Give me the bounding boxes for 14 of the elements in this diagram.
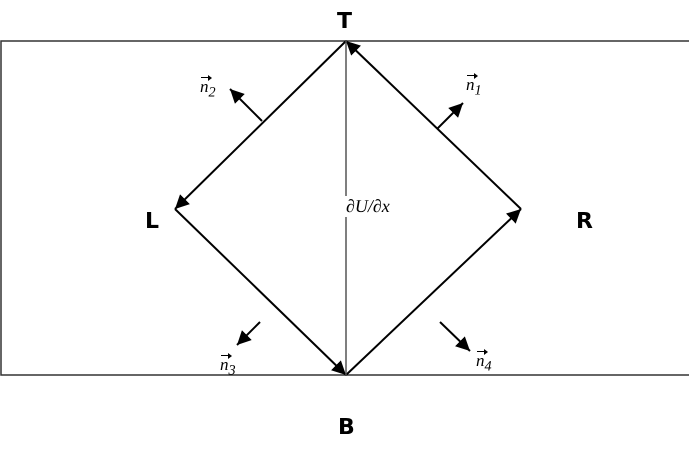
vertex-label: L: [145, 210, 160, 234]
vertex-label: T: [337, 10, 352, 34]
vector-label: n$_{1}$: [466, 76, 482, 100]
vertex-label: R: [576, 210, 593, 234]
vector-label: n$_{4}$: [476, 352, 492, 376]
arrow: [345, 40, 522, 210]
arrow: [345, 208, 522, 376]
vertex-label: B: [338, 416, 355, 440]
arrow: [174, 208, 347, 376]
line: [345, 41, 347, 375]
vector-label: n$_{3}$: [220, 356, 236, 380]
edge-label: ∂U/∂x: [344, 196, 392, 217]
arrow: [174, 40, 347, 210]
vector-label: n$_{2}$: [200, 78, 216, 102]
